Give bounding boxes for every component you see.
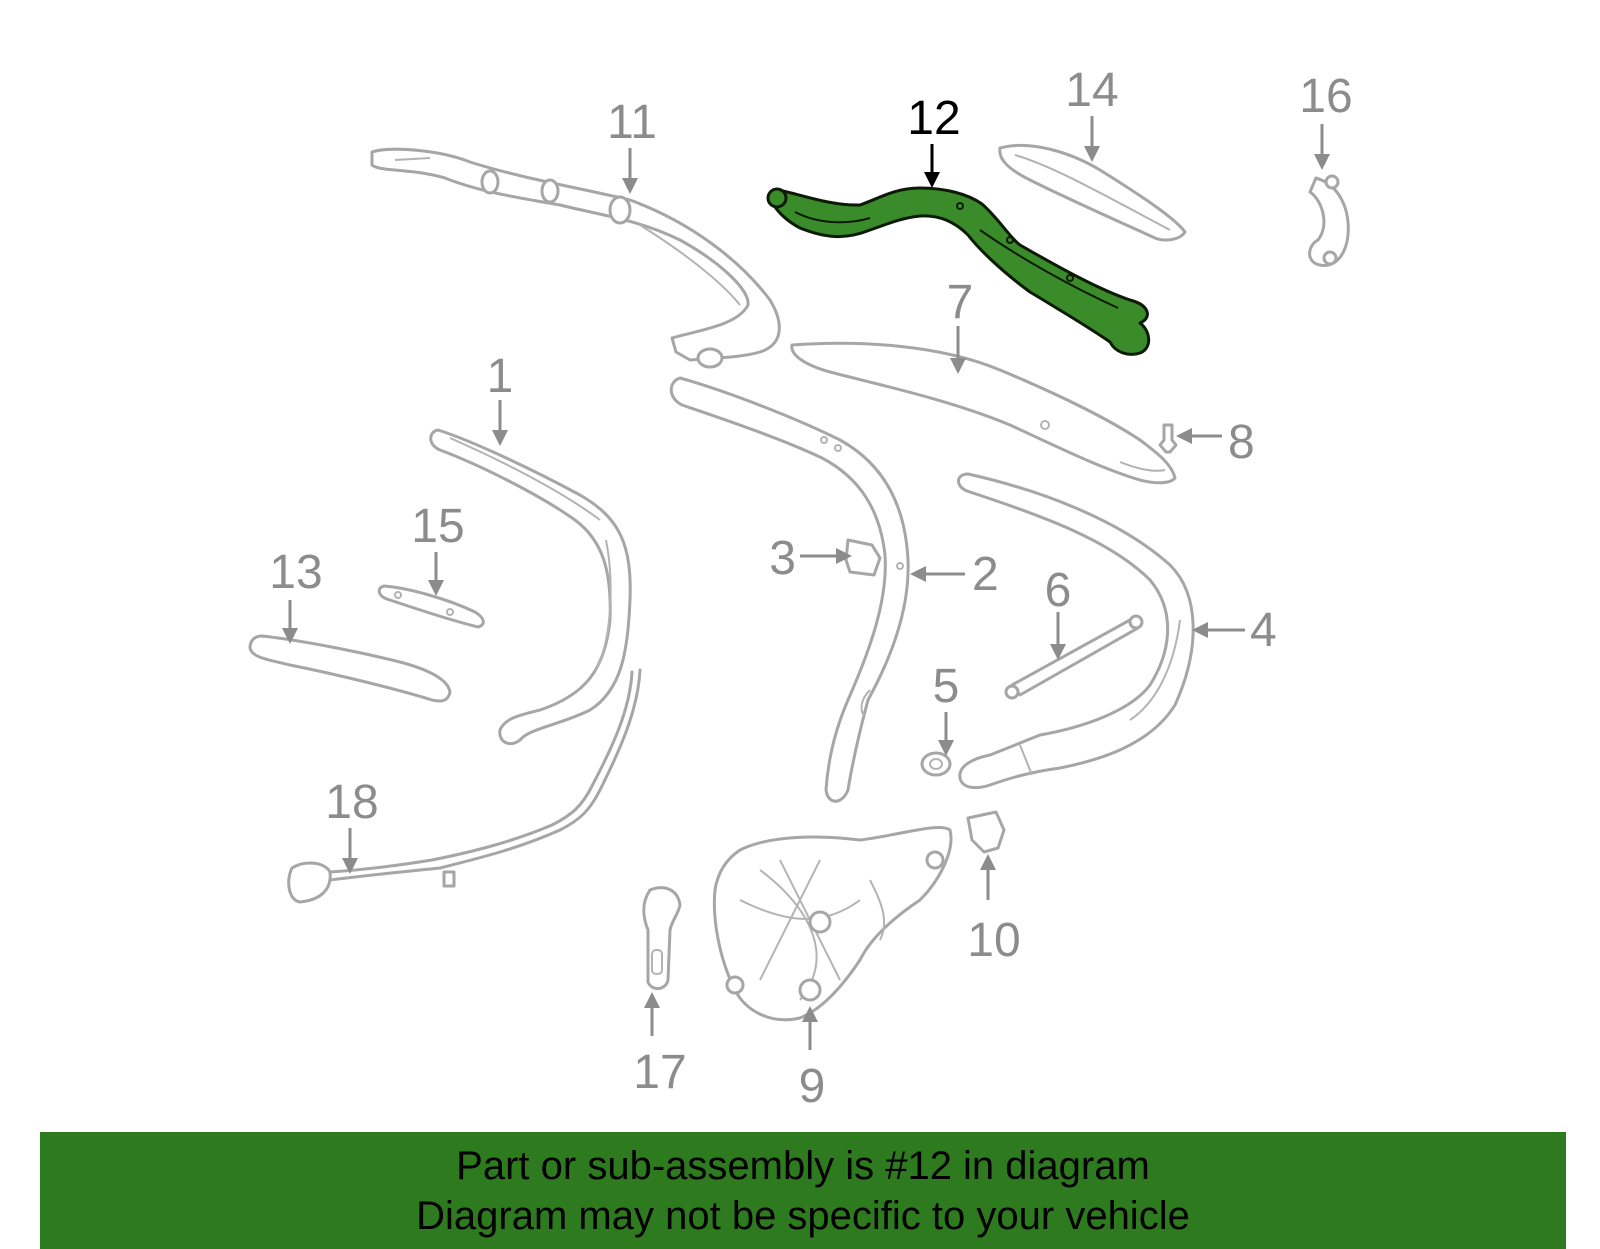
callout-15[interactable]: 15 <box>411 500 465 596</box>
callout-18-label: 18 <box>325 776 378 829</box>
callout-3-label: 3 <box>769 532 796 585</box>
callout-8-label: 8 <box>1228 416 1255 469</box>
callout-3[interactable]: 3 <box>769 532 852 585</box>
callout-15-label: 15 <box>411 500 464 553</box>
callout-6[interactable]: 6 <box>1045 564 1072 660</box>
callout-2[interactable]: 2 <box>910 548 999 601</box>
callout-10-label: 10 <box>967 914 1020 967</box>
callout-9-label: 9 <box>799 1060 826 1113</box>
callout-1-label: 1 <box>487 350 514 403</box>
callout-16-label: 16 <box>1299 70 1352 123</box>
callout-14[interactable]: 14 <box>1065 64 1119 162</box>
part-2[interactable] <box>669 376 910 803</box>
callout-12[interactable]: 12 <box>907 92 961 188</box>
callout-2-label: 2 <box>972 548 999 601</box>
part-11[interactable] <box>370 147 781 369</box>
part-14[interactable] <box>998 144 1187 242</box>
callout-4-label: 4 <box>1250 604 1277 657</box>
callout-17-label: 17 <box>633 1046 686 1099</box>
part-8[interactable] <box>1158 423 1178 454</box>
part-10[interactable] <box>966 810 1006 854</box>
part-18[interactable] <box>287 668 642 904</box>
callout-5[interactable]: 5 <box>933 660 960 756</box>
part-17[interactable] <box>642 886 682 990</box>
callout-17[interactable]: 17 <box>633 992 687 1099</box>
callout-11-label: 11 <box>607 96 657 149</box>
part-1[interactable] <box>429 428 632 746</box>
callout-5-label: 5 <box>933 660 960 713</box>
callout-12-label: 12 <box>907 92 960 145</box>
part-7[interactable] <box>790 341 1177 485</box>
parts-diagram: 1 2 3 4 5 6 7 8 9 10 <box>248 64 1353 1113</box>
part-3[interactable] <box>844 538 882 577</box>
part-6[interactable] <box>1004 614 1144 700</box>
part-15[interactable] <box>377 584 485 629</box>
callout-11[interactable]: 11 <box>607 96 657 194</box>
callout-13[interactable]: 13 <box>269 546 323 644</box>
callout-8[interactable]: 8 <box>1176 416 1255 469</box>
callout-7[interactable]: 7 <box>947 276 974 374</box>
callout-18[interactable]: 18 <box>325 776 379 874</box>
callout-16[interactable]: 16 <box>1299 70 1353 170</box>
part-5[interactable] <box>920 751 952 777</box>
callout-7-label: 7 <box>947 276 974 329</box>
callout-6-label: 6 <box>1045 564 1072 617</box>
callout-14-label: 14 <box>1065 64 1118 117</box>
info-banner: Part or sub-assembly is #12 in diagram D… <box>40 1132 1566 1249</box>
callout-9[interactable]: 9 <box>799 1006 826 1113</box>
callout-10[interactable]: 10 <box>967 854 1021 967</box>
part-16[interactable] <box>1308 174 1350 267</box>
banner-line-1: Part or sub-assembly is #12 in diagram <box>456 1143 1150 1188</box>
part-9[interactable] <box>712 825 953 1022</box>
callout-1[interactable]: 1 <box>487 350 514 446</box>
part-12[interactable] <box>766 186 1151 356</box>
part-4[interactable] <box>957 472 1195 790</box>
callout-13-label: 13 <box>269 546 322 599</box>
banner-line-2: Diagram may not be specific to your vehi… <box>416 1193 1190 1238</box>
part-13[interactable] <box>248 634 452 703</box>
callout-4[interactable]: 4 <box>1192 604 1277 657</box>
